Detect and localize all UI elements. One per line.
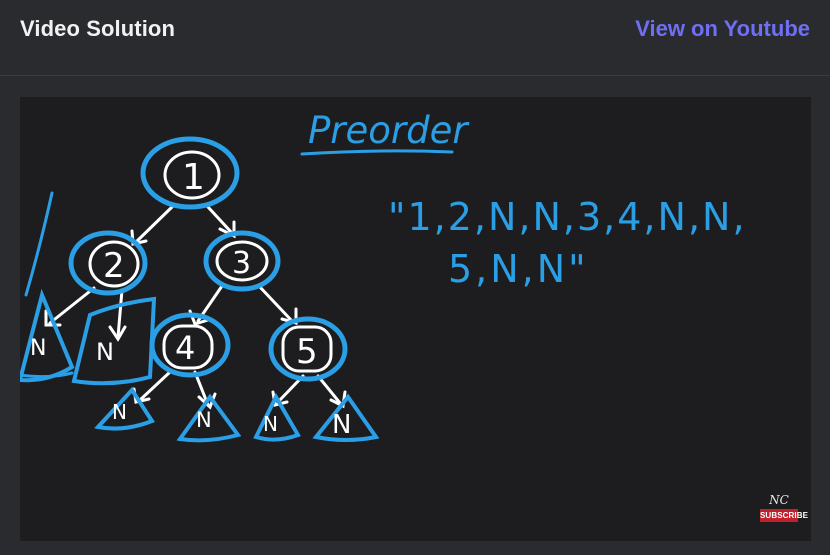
node-label-4: 4 xyxy=(175,329,195,367)
null-label: N xyxy=(332,410,351,440)
tree-node-4: 4 xyxy=(149,312,231,378)
node-label-5: 5 xyxy=(296,332,318,372)
tree-node-3: 3 xyxy=(203,230,281,292)
null-leaf-5-left: N xyxy=(253,392,301,442)
node-label-2: 2 xyxy=(103,246,125,286)
tree-node-5: 5 xyxy=(268,316,348,382)
null-label: N xyxy=(96,338,114,366)
null-label: N xyxy=(30,336,46,361)
serialization-line-1: "1,2,N,N,3,4,N,N, xyxy=(388,195,747,239)
null-label: N xyxy=(263,412,278,436)
null-leaf-5-right: N xyxy=(312,393,380,442)
section-header: Video Solution View on Youtube xyxy=(0,0,830,76)
tree-node-1: 1 xyxy=(140,136,240,210)
preorder-heading: Preorder xyxy=(308,109,470,152)
null-label: N xyxy=(112,400,127,424)
null-leaf-4-left: N xyxy=(94,386,156,431)
channel-logo: NC xyxy=(769,493,789,507)
node-label-1: 1 xyxy=(182,157,205,198)
node-label-3: 3 xyxy=(232,246,251,281)
heading-underline xyxy=(300,149,454,156)
video-player[interactable]: Preorder "1,2,N,N,3,4,N,N, 5,N,N" 1 xyxy=(20,97,811,541)
tree-node-2: 2 xyxy=(68,230,148,296)
null-leaf-2-left: N xyxy=(20,288,75,383)
serialization-line-2: 5,N,N" xyxy=(448,247,589,291)
view-on-youtube-link[interactable]: View on Youtube xyxy=(635,16,810,41)
null-label: N xyxy=(196,408,212,432)
null-leaf-2-right: N xyxy=(71,296,157,386)
subscribe-badge[interactable]: NC SUBSCRIBE xyxy=(760,493,809,527)
subscribe-button[interactable]: SUBSCRIBE xyxy=(760,509,809,522)
whiteboard-drawing: Preorder "1,2,N,N,3,4,N,N, 5,N,N" 1 xyxy=(20,109,747,443)
null-leaf-4-right: N xyxy=(176,393,242,443)
section-title: Video Solution xyxy=(20,16,175,41)
